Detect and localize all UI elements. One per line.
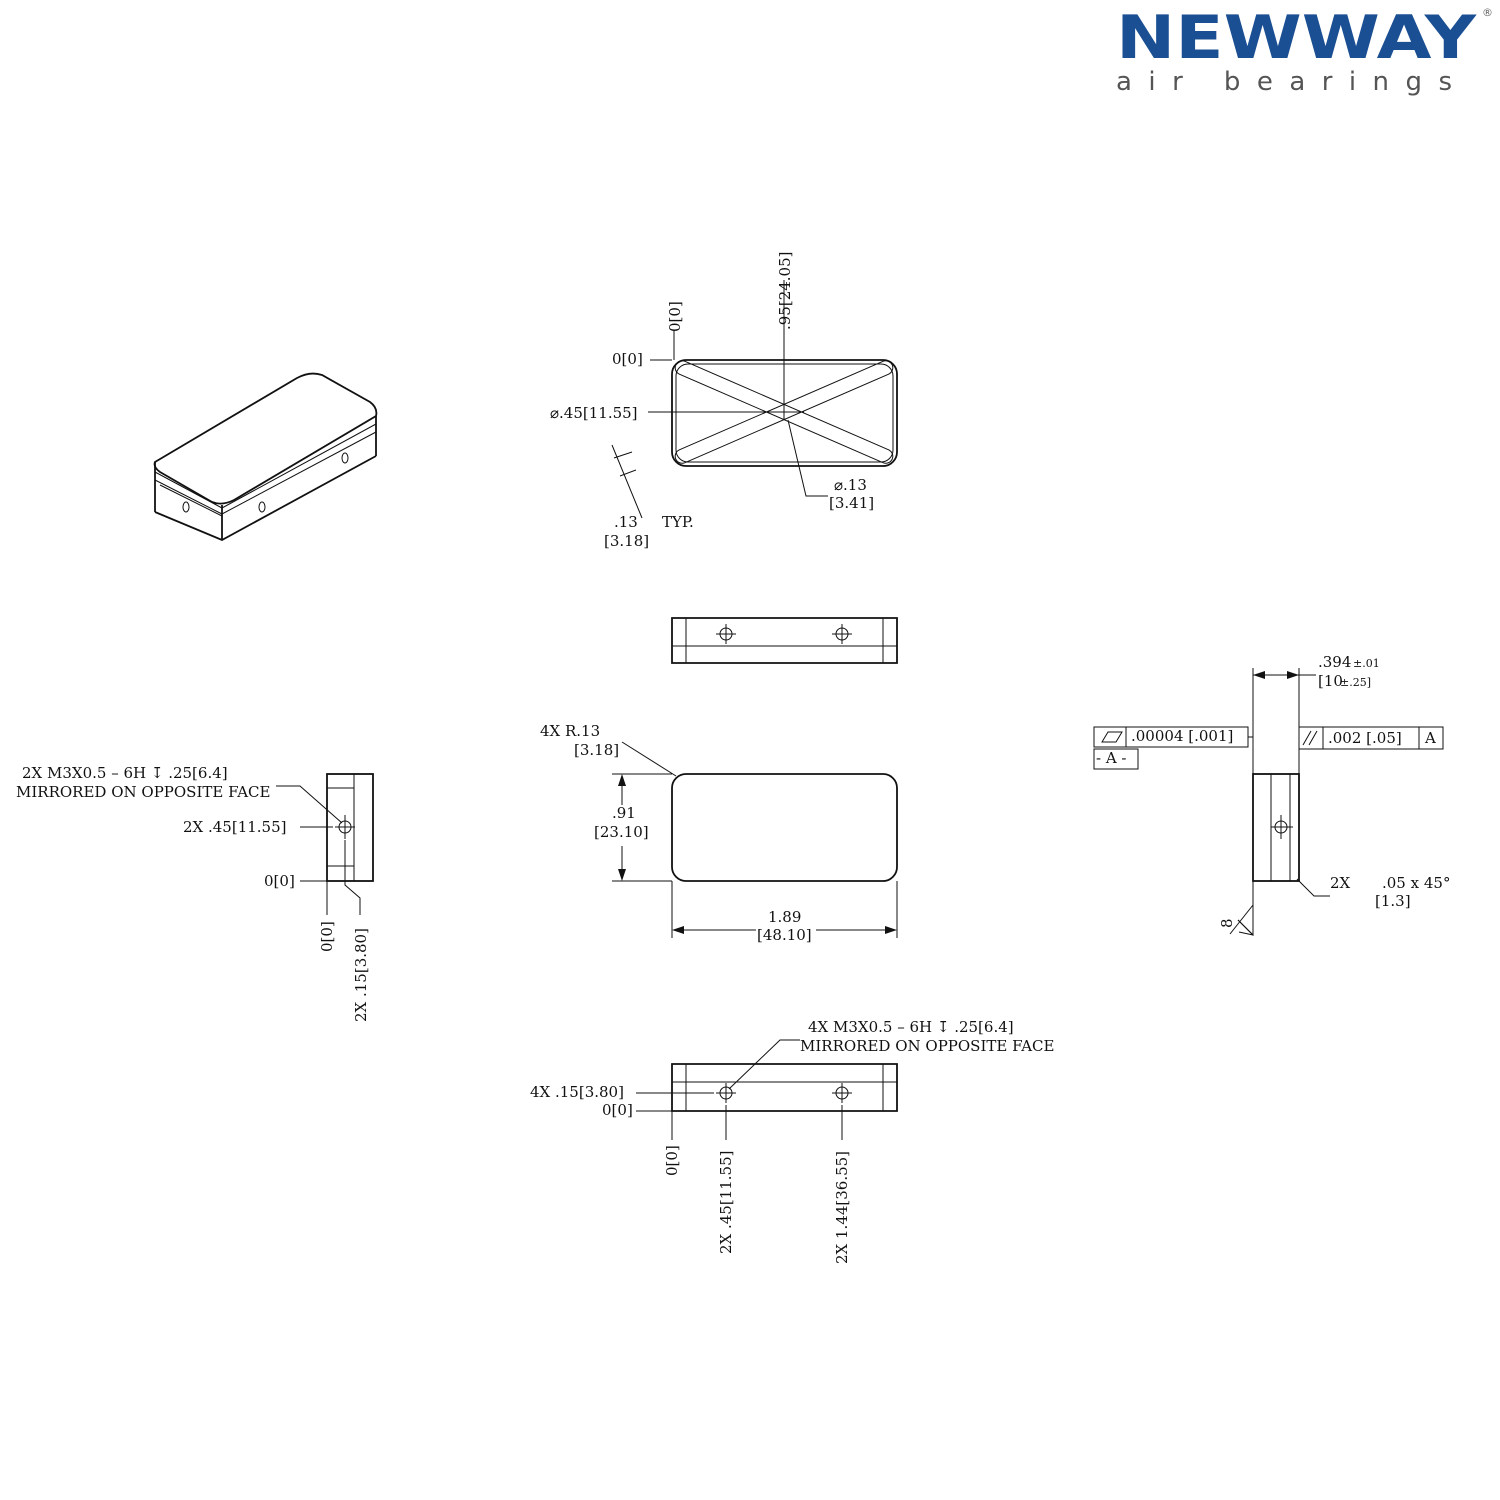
bottom-origin-y-label: 0[0] — [602, 1101, 633, 1119]
upper-side-view — [671, 617, 898, 664]
left-origin-x-label: 0[0] — [318, 921, 336, 952]
orifice-dia-mm-label: [3.41] — [829, 494, 874, 512]
left-mirrored-note: MIRRORED ON OPPOSITE FACE — [16, 783, 270, 801]
parallel-datum-label: A — [1424, 729, 1436, 747]
width-mm-label: [48.10] — [757, 926, 812, 944]
top-origin-x-label: 0[0] — [666, 301, 684, 332]
top-center-y-label: ⌀.45[11.55] — [550, 404, 638, 422]
bottom-side-view: 4X M3X0.5 – 6H ↧ .25[6.4] MIRRORED ON OP… — [530, 1018, 1054, 1264]
typ-label: TYP. — [662, 513, 694, 531]
thickness-mm-tol-label: ±.25] — [1340, 676, 1371, 689]
left-origin-y-label: 0[0] — [264, 872, 295, 890]
front-view: 4X R.13 [3.18] .91 [23.10] 1.89 [48.10] — [540, 722, 898, 944]
top-center-x-label: .95[24.05] — [776, 251, 794, 330]
left-side-view: 2X M3X0.5 – 6H ↧ .25[6.4] MIRRORED ON OP… — [16, 764, 374, 1022]
surface-finish-label: 8 — [1218, 918, 1236, 928]
bottom-hole-y-label: 4X .15[3.80] — [530, 1083, 624, 1101]
registered-mark: ® — [1482, 6, 1493, 19]
groove-width-label: .13 — [614, 513, 638, 531]
company-logo: NEWWAY air bearings ® — [1116, 3, 1493, 97]
bottom-hole-x1-label: 2X .45[11.55] — [717, 1151, 735, 1255]
top-origin-y-label: 0[0] — [612, 350, 643, 368]
top-view: 0[0] .95[24.05] 0[0] ⌀.45[11.55] .13 [3.… — [550, 251, 898, 550]
bottom-hole-x2-label: 2X 1.44[36.55] — [833, 1151, 851, 1264]
right-threaded-hole — [1271, 815, 1293, 839]
bottom-origin-x-label: 0[0] — [663, 1145, 681, 1176]
groove-width-mm-label: [3.18] — [604, 532, 649, 550]
bottom-threaded-hole-2 — [832, 1083, 852, 1103]
isometric-view — [153, 372, 378, 541]
bottom-mirrored-note: MIRRORED ON OPPOSITE FACE — [800, 1037, 1054, 1055]
left-thread-note: 2X M3X0.5 – 6H ↧ .25[6.4] — [22, 764, 228, 782]
orifice-dia-label: ⌀.13 — [834, 476, 867, 494]
height-mm-label: [23.10] — [594, 823, 649, 841]
threaded-hole-2 — [832, 624, 852, 644]
datum-a-label: - A - — [1096, 749, 1127, 767]
chamfer-qty-label: 2X — [1330, 874, 1351, 892]
thickness-mm-label: [10 — [1318, 672, 1343, 690]
left-hole-x-label: 2X .15[3.80] — [352, 928, 370, 1022]
left-hole-height-label: 2X .45[11.55] — [183, 818, 287, 836]
threaded-hole-1 — [716, 624, 736, 644]
corner-radius-label: 4X R.13 — [540, 722, 600, 740]
bottom-thread-note: 4X M3X0.5 – 6H ↧ .25[6.4] — [808, 1018, 1014, 1036]
flatness-label: .00004 [.001] — [1131, 727, 1233, 745]
parallelism-label: .002 [.05] — [1328, 729, 1402, 747]
right-side-view: .394 ±.01 [10 ±.25] .00004 [.001] - A - … — [1093, 653, 1450, 937]
logo-brand: NEWWAY — [1116, 3, 1478, 73]
left-threaded-hole — [335, 815, 355, 839]
thickness-label: .394 — [1318, 653, 1351, 671]
chamfer-mm-label: [1.3] — [1375, 892, 1411, 910]
bottom-threaded-hole-1 — [716, 1083, 736, 1103]
corner-radius-mm-label: [3.18] — [574, 741, 619, 759]
chamfer-label: .05 x 45° — [1382, 874, 1450, 892]
width-label: 1.89 — [768, 908, 801, 926]
thickness-tol-label: ±.01 — [1353, 657, 1380, 670]
logo-tagline: air bearings — [1116, 67, 1466, 97]
height-label: .91 — [612, 804, 636, 822]
